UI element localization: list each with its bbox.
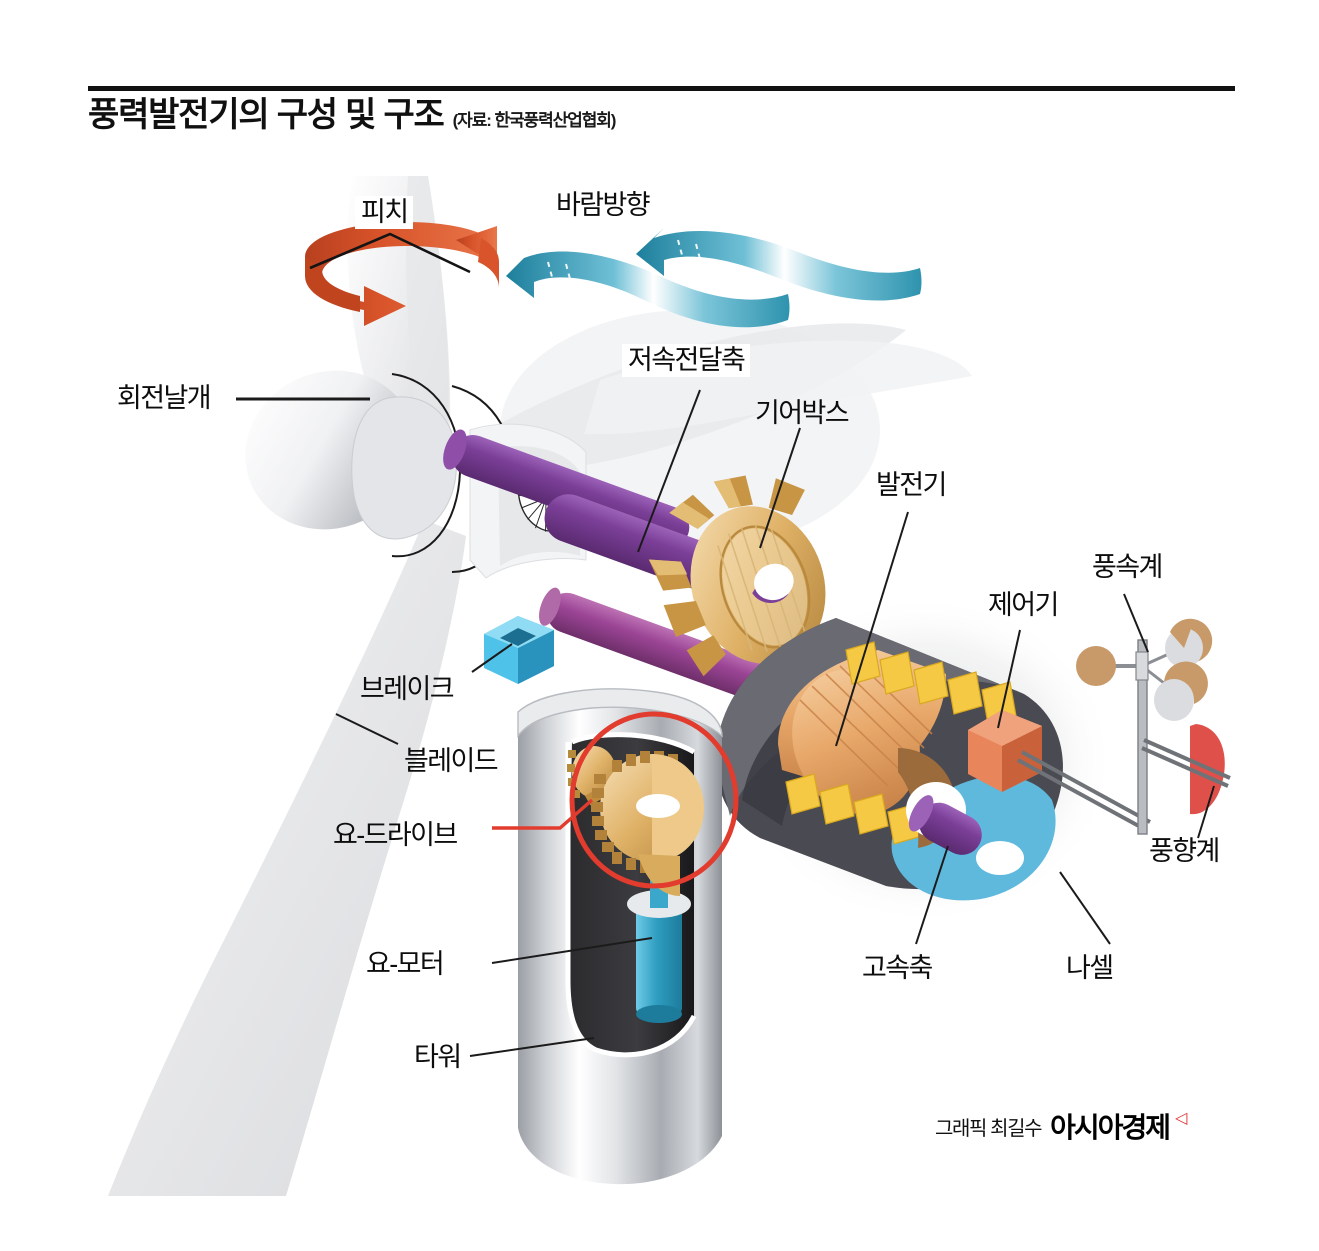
wind-vane-rod bbox=[1141, 738, 1231, 788]
anemometer-cup-1 bbox=[1076, 646, 1116, 686]
label-yaw-motor: 요-모터 bbox=[366, 949, 445, 979]
header: 풍력발전기의 구성 및 구조 (자료: 한국풍력산업협회) bbox=[88, 96, 617, 134]
gearbox bbox=[648, 475, 826, 677]
label-yaw-drive: 요-드라이브 bbox=[333, 820, 458, 850]
leader-lines bbox=[236, 389, 1215, 1057]
label-wind-vane: 풍향계 bbox=[1149, 836, 1220, 866]
pitch-arrows bbox=[305, 222, 499, 326]
anemometer-cup-3 bbox=[1164, 661, 1208, 704]
label-low-speed-shaft: 저속전달축 bbox=[622, 344, 751, 377]
sensor-mast-arm bbox=[1017, 750, 1151, 832]
label-brake: 브레이크 bbox=[360, 674, 455, 704]
label-wind-direction: 바람방향 bbox=[556, 190, 651, 220]
label-generator: 발전기 bbox=[876, 470, 947, 500]
nacelle-shell-top bbox=[716, 618, 1024, 816]
label-gearbox: 기어박스 bbox=[755, 398, 850, 428]
yaw-drive bbox=[567, 711, 739, 896]
controller-box bbox=[968, 710, 1042, 792]
credit: 그래픽 최길수 아시아경제 ◁ bbox=[935, 1106, 1187, 1146]
anemometer bbox=[1076, 618, 1213, 721]
label-pitch: 피치 bbox=[355, 196, 414, 229]
label-controller: 제어기 bbox=[988, 590, 1059, 620]
nacelle-rear-highlight bbox=[976, 841, 1024, 875]
yaw-drive-leader bbox=[492, 798, 594, 830]
label-tower: 타워 bbox=[414, 1042, 462, 1072]
label-rotor-blade: 회전날개 bbox=[117, 383, 212, 413]
secondary-shaft bbox=[539, 587, 768, 699]
generator bbox=[778, 641, 1017, 848]
label-nacelle: 나셀 bbox=[1066, 953, 1114, 983]
brake-block bbox=[484, 616, 554, 684]
credit-author: 그래픽 최길수 bbox=[935, 1117, 1043, 1140]
header-rule bbox=[88, 86, 1235, 91]
blade-lower-left bbox=[108, 520, 466, 1196]
tower-cut-edge bbox=[565, 732, 697, 1058]
label-blade: 블레이드 bbox=[404, 746, 499, 776]
label-high-speed-shaft: 고속축 bbox=[862, 953, 933, 983]
hub-body bbox=[351, 396, 458, 540]
tower-top-rim bbox=[517, 688, 723, 739]
high-speed-shaft bbox=[908, 795, 982, 855]
credit-brand: 아시아경제 bbox=[1050, 1112, 1171, 1143]
source-note: (자료: 한국풍력산업협회) bbox=[452, 111, 617, 130]
yaw-drive-highlight-circle bbox=[569, 711, 739, 889]
wind-arrows bbox=[506, 228, 922, 328]
page-title: 풍력발전기의 구성 및 구조 bbox=[88, 96, 445, 134]
generator-windings-top bbox=[845, 641, 1017, 725]
brand-mark-icon: ◁ bbox=[1174, 1110, 1188, 1127]
label-anemometer: 풍속계 bbox=[1092, 552, 1163, 582]
